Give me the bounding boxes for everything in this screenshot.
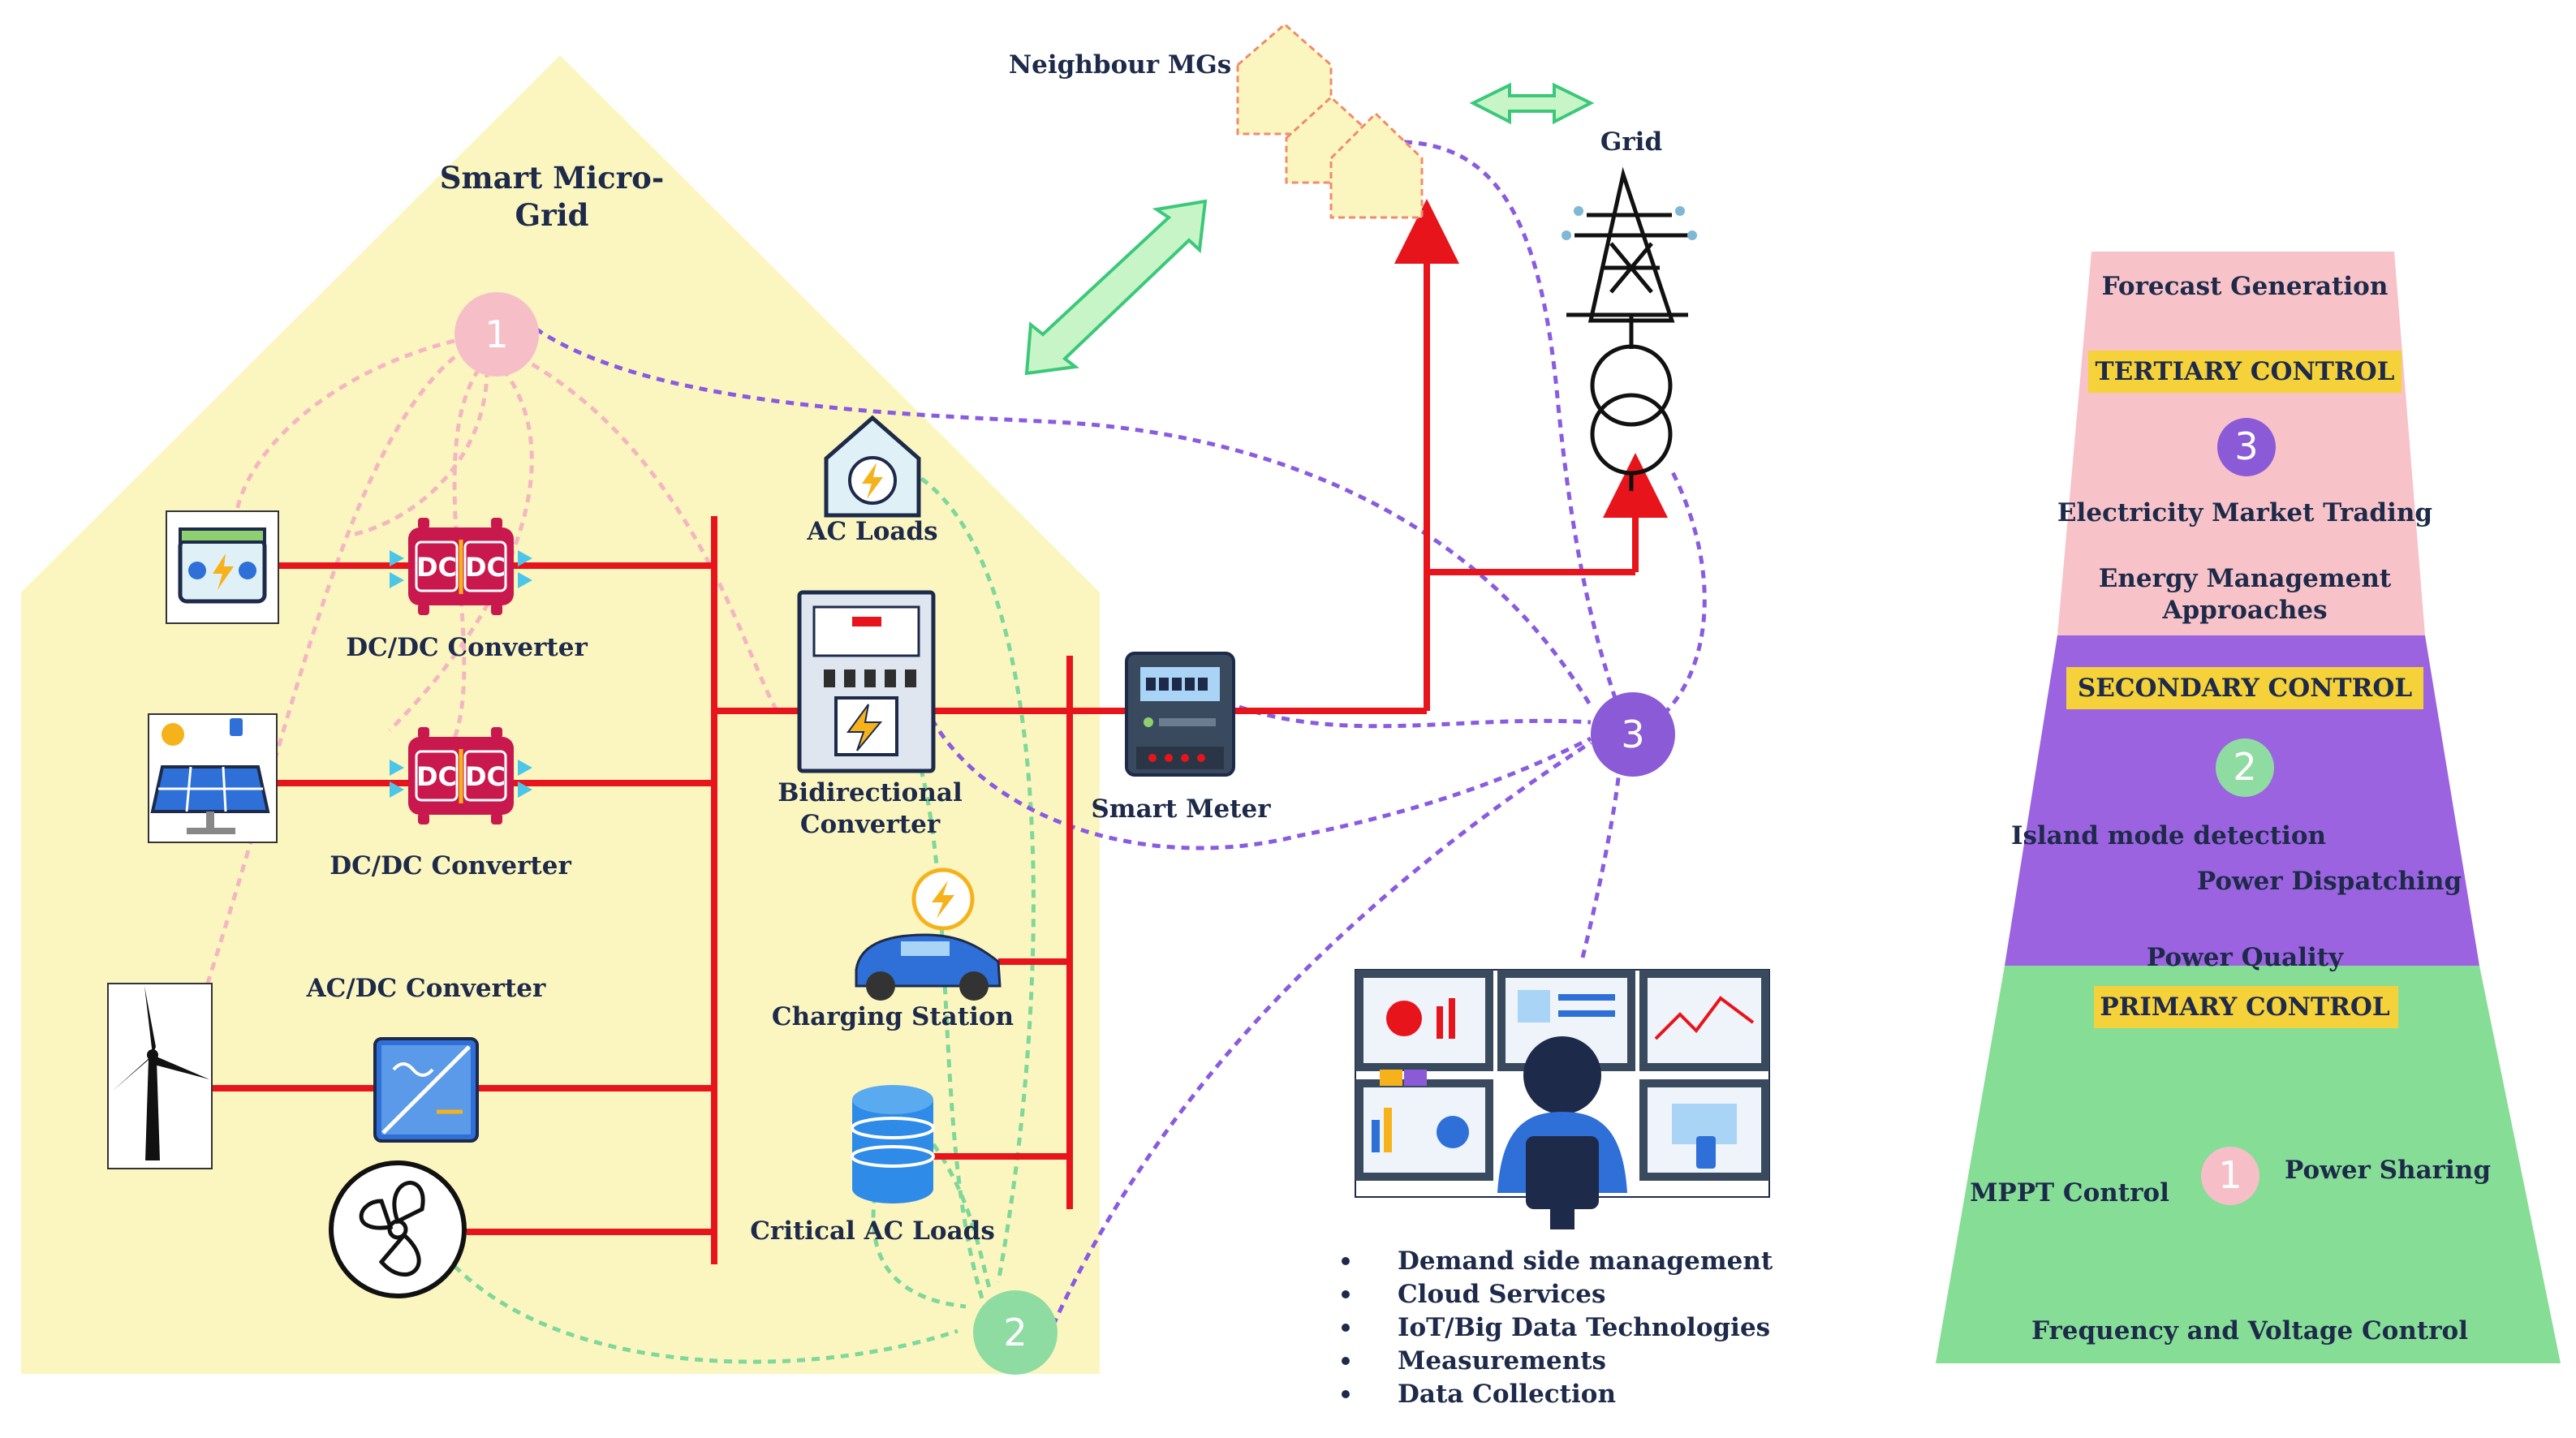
dc-dc-converter-label-1: DC/DC Converter: [346, 633, 588, 662]
service-item: Measurements: [1398, 1346, 1606, 1376]
grid-tower-icon: [1566, 166, 1688, 491]
dc-dc-converter-icon-2: DC DC: [390, 727, 532, 824]
tertiary-header: TERTIARY CONTROL: [2096, 357, 2395, 386]
power-dispatching: Power Dispatching: [2197, 867, 2462, 896]
neighbour-mgs-label: Neighbour MGs: [1009, 50, 1231, 80]
smart-meter-icon: [1125, 652, 1235, 777]
microgrid-house-shape: [21, 55, 1100, 1374]
service-item: IoT/Big Data Technologies: [1398, 1313, 1770, 1342]
service-item: Demand side management: [1398, 1246, 1773, 1276]
svg-text:DC: DC: [465, 761, 506, 792]
badge-1: 1: [485, 312, 508, 356]
frequency-voltage-control: Frequency and Voltage Control: [2031, 1316, 2468, 1345]
dc-dc-converter-label-2: DC/DC Converter: [330, 851, 571, 880]
secondary-badge: [2216, 738, 2274, 797]
bidirectional-converter-label-2: Converter: [800, 810, 941, 839]
control-room-icon: [1355, 969, 1770, 1229]
ac-dc-converter-icon: [373, 1037, 479, 1143]
bullet-dot: [1342, 1390, 1350, 1398]
power-sharing: Power Sharing: [2285, 1156, 2491, 1185]
neighbour-mgs-icon: [1236, 23, 1424, 219]
electricity-market: Electricity Market Trading: [2057, 498, 2432, 527]
badge-3-circle: [1591, 692, 1675, 777]
bidirectional-converter-icon: [797, 590, 936, 773]
ac-loads-label: AC Loads: [806, 517, 937, 546]
badge-1-circle: [454, 292, 539, 377]
svg-text:DC: DC: [416, 761, 457, 792]
grid-label: Grid: [1600, 127, 1662, 157]
secondary-header-bg: [2066, 667, 2423, 709]
badge-3: 3: [1621, 713, 1644, 756]
power-bus: [209, 199, 1668, 1264]
badge-2-circle: [973, 1290, 1058, 1375]
power-quality: Power Quality: [2147, 943, 2344, 972]
dc-dc-converter-icon-1: DC DC: [390, 518, 532, 615]
bullet-dot: [1342, 1357, 1350, 1365]
forecast-generation: Forecast Generation: [2102, 272, 2389, 301]
primary-control-links: [192, 338, 782, 1023]
svg-text:DC: DC: [416, 552, 457, 583]
ac-dc-converter-label: AC/DC Converter: [306, 974, 546, 1003]
svg-text:DC: DC: [465, 552, 506, 583]
critical-loads-label: Critical AC Loads: [750, 1216, 995, 1246]
primary-number: 1: [2218, 1153, 2242, 1197]
control-pyramid: Forecast Generation TERTIARY CONTROL 3 E…: [1936, 252, 2561, 1363]
microgrid-title: Smart Micro-: [440, 160, 664, 196]
badge-2: 2: [1003, 1311, 1027, 1354]
exchange-arrows: [1024, 82, 1595, 376]
tertiary-control-links: [534, 140, 1707, 1341]
generator-fan-icon: [329, 1160, 467, 1298]
mppt-control: MPPT Control: [1970, 1178, 2169, 1208]
smart-meter-label: Smart Meter: [1091, 794, 1271, 824]
energy-management-2: Approaches: [2161, 596, 2327, 625]
bullet-dot: [1342, 1290, 1350, 1298]
solar-panel-icon: [148, 713, 278, 843]
secondary-number: 2: [2233, 745, 2256, 789]
primary-badge: [2201, 1147, 2259, 1205]
services-list: Demand side management Cloud Services Io…: [1342, 1246, 1773, 1409]
charging-station-label: Charging Station: [772, 1002, 1014, 1031]
secondary-header: SECONDARY CONTROL: [2078, 674, 2413, 703]
ac-loads-icon: [824, 415, 921, 518]
critical-loads-icon: [851, 1085, 935, 1203]
bullet-dot: [1342, 1324, 1350, 1332]
energy-management: Energy Management: [2099, 564, 2392, 593]
primary-header-bg: [2094, 986, 2398, 1028]
wind-turbine-icon: [107, 983, 213, 1169]
tertiary-number: 3: [2234, 424, 2258, 468]
service-item: Cloud Services: [1398, 1280, 1605, 1309]
secondary-control-links: [453, 468, 1036, 1364]
tertiary-header-bg: [2088, 351, 2402, 393]
primary-header: PRIMARY CONTROL: [2100, 992, 2390, 1022]
secondary-layer: [2005, 635, 2479, 966]
island-mode-detection: Island mode detection: [2011, 821, 2326, 850]
service-item: Data Collection: [1398, 1380, 1616, 1409]
microgrid-title-2: Grid: [515, 197, 588, 233]
charging-station-icon: [855, 868, 1002, 1001]
bidirectional-converter-label: Bidirectional: [778, 778, 963, 807]
tertiary-badge: [2217, 418, 2276, 476]
battery-icon: [166, 510, 279, 624]
bullet-dot: [1342, 1257, 1350, 1265]
